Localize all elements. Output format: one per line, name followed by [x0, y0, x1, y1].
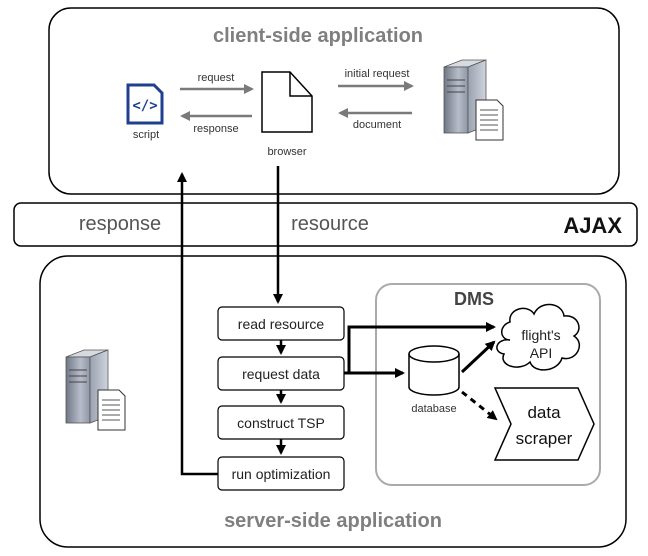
app-server-icon	[65, 349, 126, 431]
ajax-resource-label: resource	[291, 213, 369, 235]
step-construct-tsp-label: construct TSP	[237, 415, 325, 431]
ajax-band	[13, 202, 638, 247]
data-scraper-label-2: scraper	[516, 429, 573, 448]
initial-request-label: initial request	[345, 68, 410, 80]
data-scraper-label-1: data	[527, 403, 561, 422]
flights-api-cloud	[496, 303, 580, 371]
client-side-title: client-side application	[213, 25, 423, 47]
script-label: script	[133, 129, 159, 141]
document-label: document	[353, 119, 401, 131]
ajax-label: AJAX	[563, 213, 622, 238]
step-request-data-label: request data	[242, 366, 320, 382]
request-label: request	[198, 72, 235, 84]
data-scraper-shape	[493, 387, 595, 461]
database-icon	[408, 345, 460, 396]
script-icon: </>	[126, 83, 164, 125]
web-server-icon	[443, 59, 504, 141]
dms-title: DMS	[454, 289, 494, 309]
svg-text:</>: </>	[132, 98, 157, 114]
ajax-response-label: response	[79, 213, 161, 235]
flights-api-label-1: flight's	[521, 327, 560, 343]
response-label: response	[193, 123, 238, 135]
server-side-title: server-side application	[224, 510, 442, 532]
database-label: database	[411, 403, 456, 415]
flights-api-label-2: API	[530, 345, 553, 361]
client-side-panel	[48, 7, 620, 195]
step-run-optimization-label: run optimization	[232, 466, 331, 482]
step-read-resource-label: read resource	[238, 316, 325, 332]
browser-icon	[261, 71, 313, 133]
browser-label: browser	[267, 146, 306, 158]
